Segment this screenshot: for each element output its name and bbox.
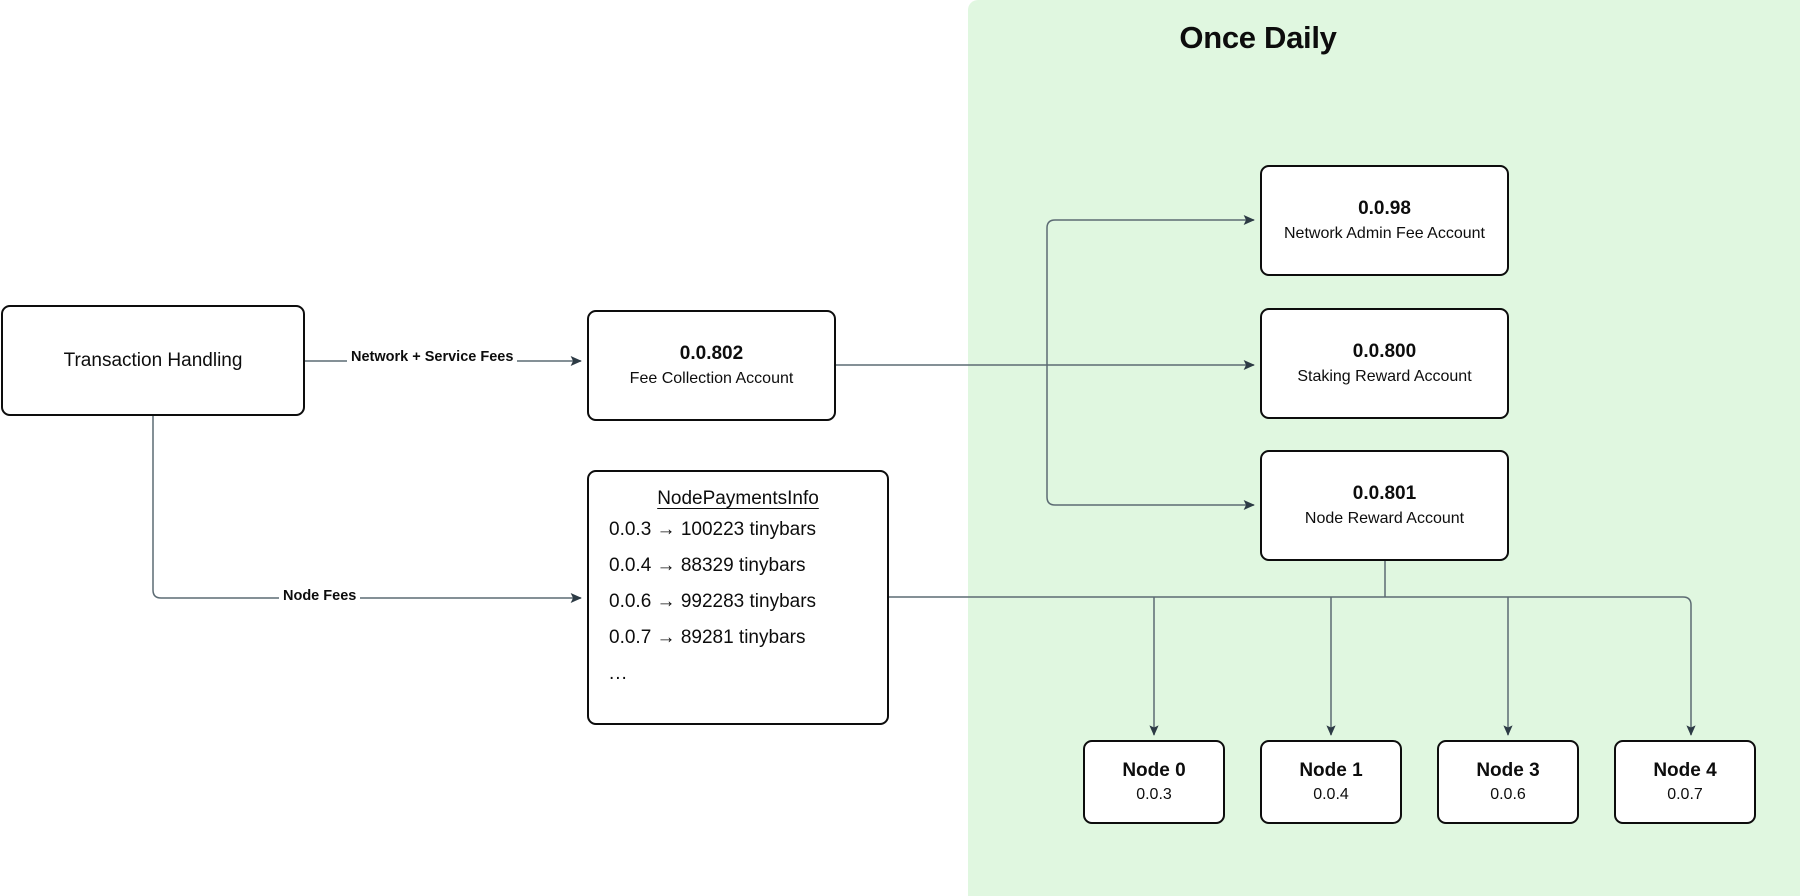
consensus-node-label: Node 1 xyxy=(1299,759,1363,781)
staking-reward-account-name: Staking Reward Account xyxy=(1297,367,1472,385)
transaction-handling-label: Transaction Handling xyxy=(63,349,243,371)
node-payments-info-heading: NodePaymentsInfo xyxy=(657,488,819,509)
node-staking-reward-account[interactable]: 0.0.800 Staking Reward Account xyxy=(1260,308,1509,419)
staking-reward-account-id: 0.0.800 xyxy=(1352,341,1417,363)
consensus-node-account: 0.0.7 xyxy=(1667,786,1703,804)
network-admin-fee-account-name: Network Admin Fee Account xyxy=(1284,224,1485,242)
node-reward-account-id: 0.0.801 xyxy=(1352,483,1417,505)
network-admin-fee-account-id: 0.0.98 xyxy=(1358,198,1411,220)
consensus-node-box[interactable]: Node 1 0.0.4 xyxy=(1260,740,1402,824)
node-reward-account-name: Node Reward Account xyxy=(1304,509,1465,527)
once-daily-title: Once Daily xyxy=(1179,20,1337,55)
consensus-node-label: Node 3 xyxy=(1476,759,1540,781)
consensus-node-account: 0.0.6 xyxy=(1490,786,1526,804)
consensus-node-account: 0.0.4 xyxy=(1313,786,1349,804)
consensus-node-box[interactable]: Node 3 0.0.6 xyxy=(1437,740,1579,824)
fee-collection-account-id: 0.0.802 xyxy=(679,343,744,365)
consensus-node-label: Node 4 xyxy=(1653,759,1717,781)
node-transaction-handling[interactable]: Transaction Handling xyxy=(1,305,305,416)
node-payment-row-ellipsis: ... xyxy=(609,663,628,684)
consensus-node-box[interactable]: Node 0 0.0.3 xyxy=(1083,740,1225,824)
fee-collection-account-name: Fee Collection Account xyxy=(629,369,794,387)
node-payment-row: 0.0.6 → 992283 tinybars xyxy=(609,591,817,612)
node-network-admin-fee-account[interactable]: 0.0.98 Network Admin Fee Account xyxy=(1260,165,1509,276)
node-payments-info-panel[interactable]: NodePaymentsInfo 0.0.3 → 100223 tinybars… xyxy=(587,470,889,725)
consensus-node-label: Node 0 xyxy=(1122,759,1186,781)
node-payment-row: 0.0.4 → 88329 tinybars xyxy=(609,555,806,576)
edge-label-node-fees: Node Fees xyxy=(279,589,361,604)
consensus-node-account: 0.0.3 xyxy=(1136,786,1172,804)
node-payment-row: 0.0.7 → 89281 tinybars xyxy=(609,627,806,648)
node-payment-row: 0.0.3 → 100223 tinybars xyxy=(609,519,817,540)
consensus-node-box[interactable]: Node 4 0.0.7 xyxy=(1614,740,1756,824)
node-fee-collection-account[interactable]: 0.0.802 Fee Collection Account xyxy=(587,310,836,421)
node-node-reward-account[interactable]: 0.0.801 Node Reward Account xyxy=(1260,450,1509,561)
edge-label-network-service-fees: Network + Service Fees xyxy=(347,350,518,365)
edge-transaction-to-node-payments xyxy=(152,416,582,603)
